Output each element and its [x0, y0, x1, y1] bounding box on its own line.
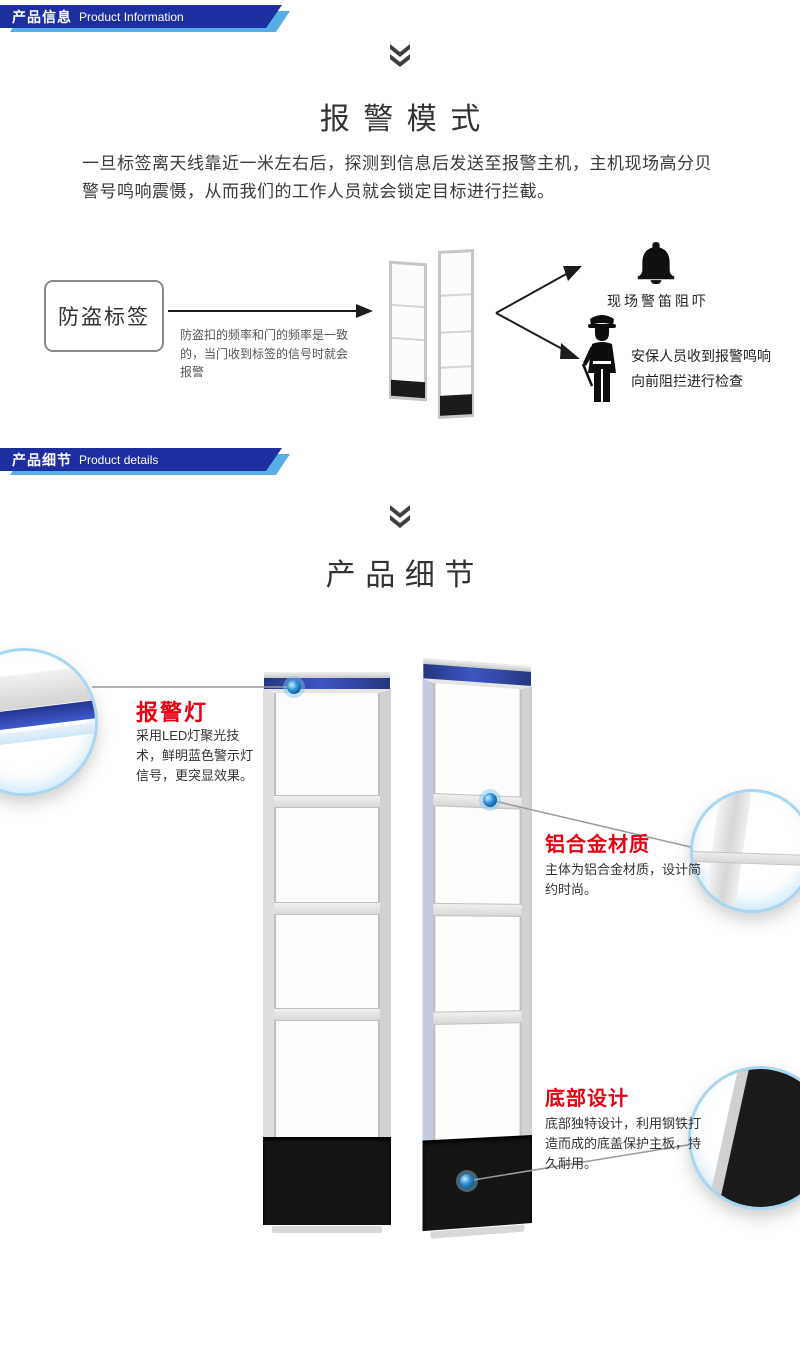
- section-header-product-details: 产品细节 Product details: [0, 448, 310, 478]
- guard-response-line1: 安保人员收到报警鸣响: [631, 348, 771, 364]
- gate-steel-base: [422, 1135, 532, 1232]
- gate-panel-small-right: [438, 249, 474, 419]
- gate-crossbar: [274, 901, 380, 915]
- aluminum-frame-zoom-circle: [690, 789, 800, 913]
- gate-panel-small-left: [389, 260, 427, 402]
- header-title-en: Product details: [79, 452, 159, 467]
- alarm-bell-icon: [636, 240, 676, 289]
- gate-crossbar: [433, 902, 522, 917]
- header-title-en: Product Information: [79, 9, 184, 24]
- gate-top-cap: [264, 672, 390, 678]
- header-bar: 产品细节 Product details: [0, 448, 282, 471]
- gate-steel-base: [263, 1137, 391, 1225]
- callout-desc-aluminum: 主体为铝合金材质，设计简约时尚。: [545, 862, 702, 898]
- gate-crossbar: [274, 795, 380, 809]
- header-title-cn: 产品信息: [12, 8, 72, 25]
- alarm-mode-description: 一旦标签离天线靠近一米左右后，探测到信息后发送至报警主机，主机现场高分贝警号鸣响…: [82, 154, 712, 202]
- callout-desc-bottom-design: 底部独特设计，利用钢铁打造而成的底盖保护主板，持久耐用。: [545, 1116, 702, 1172]
- gate-alarm-light-strip: [264, 678, 390, 689]
- alarm-mode-title: 报警模式: [319, 103, 494, 136]
- chevron-double-down-icon: [0, 503, 800, 535]
- gate-frame: [263, 689, 391, 1137]
- diverging-arrows-icon: [495, 266, 582, 359]
- gate-crossbar: [433, 792, 522, 810]
- eas-gate-front-view: [263, 672, 391, 1233]
- security-gate-illustration: [386, 249, 492, 422]
- callout-title-alarm-light: 报警灯: [136, 700, 209, 725]
- header-title-cn: 产品细节: [12, 451, 72, 468]
- guard-response-label: 安保人员收到报警鸣响 向前阻拦进行检查: [631, 344, 800, 393]
- security-guard-icon: [576, 310, 628, 411]
- callout-desc-alarm-light: 采用LED灯聚光技术，鲜明蓝色警示灯信号，更突显效果。: [136, 728, 254, 784]
- chevron-double-down-icon: [0, 42, 800, 74]
- gate-frame: [422, 678, 532, 1141]
- arrow-right-icon: [168, 304, 373, 318]
- gate-crossbar: [433, 1010, 522, 1026]
- eas-gate-angled-view: [422, 657, 532, 1240]
- product-details-title: 产品细节: [325, 559, 484, 592]
- tag-frequency-note: 防盗扣的频率和门的频率是一致的，当门收到标签的信号时就会报警: [180, 328, 349, 380]
- header-bar: 产品信息 Product Information: [0, 5, 282, 28]
- anti-theft-tag-box: 防盗标签: [44, 280, 164, 352]
- bottom-base-zoom-circle: [688, 1066, 800, 1210]
- guard-response-line2: 向前阻拦进行检查: [631, 372, 743, 389]
- section-header-product-info: 产品信息 Product Information: [0, 5, 310, 35]
- gate-foot-plate: [271, 1226, 383, 1233]
- callout-title-aluminum: 铝合金材质: [545, 834, 650, 856]
- callout-title-bottom-design: 底部设计: [545, 1088, 629, 1110]
- siren-deterrent-label: 现场警笛阻吓: [607, 293, 709, 309]
- gate-crossbar: [274, 1008, 380, 1022]
- alarm-light-zoom-circle: [0, 648, 98, 796]
